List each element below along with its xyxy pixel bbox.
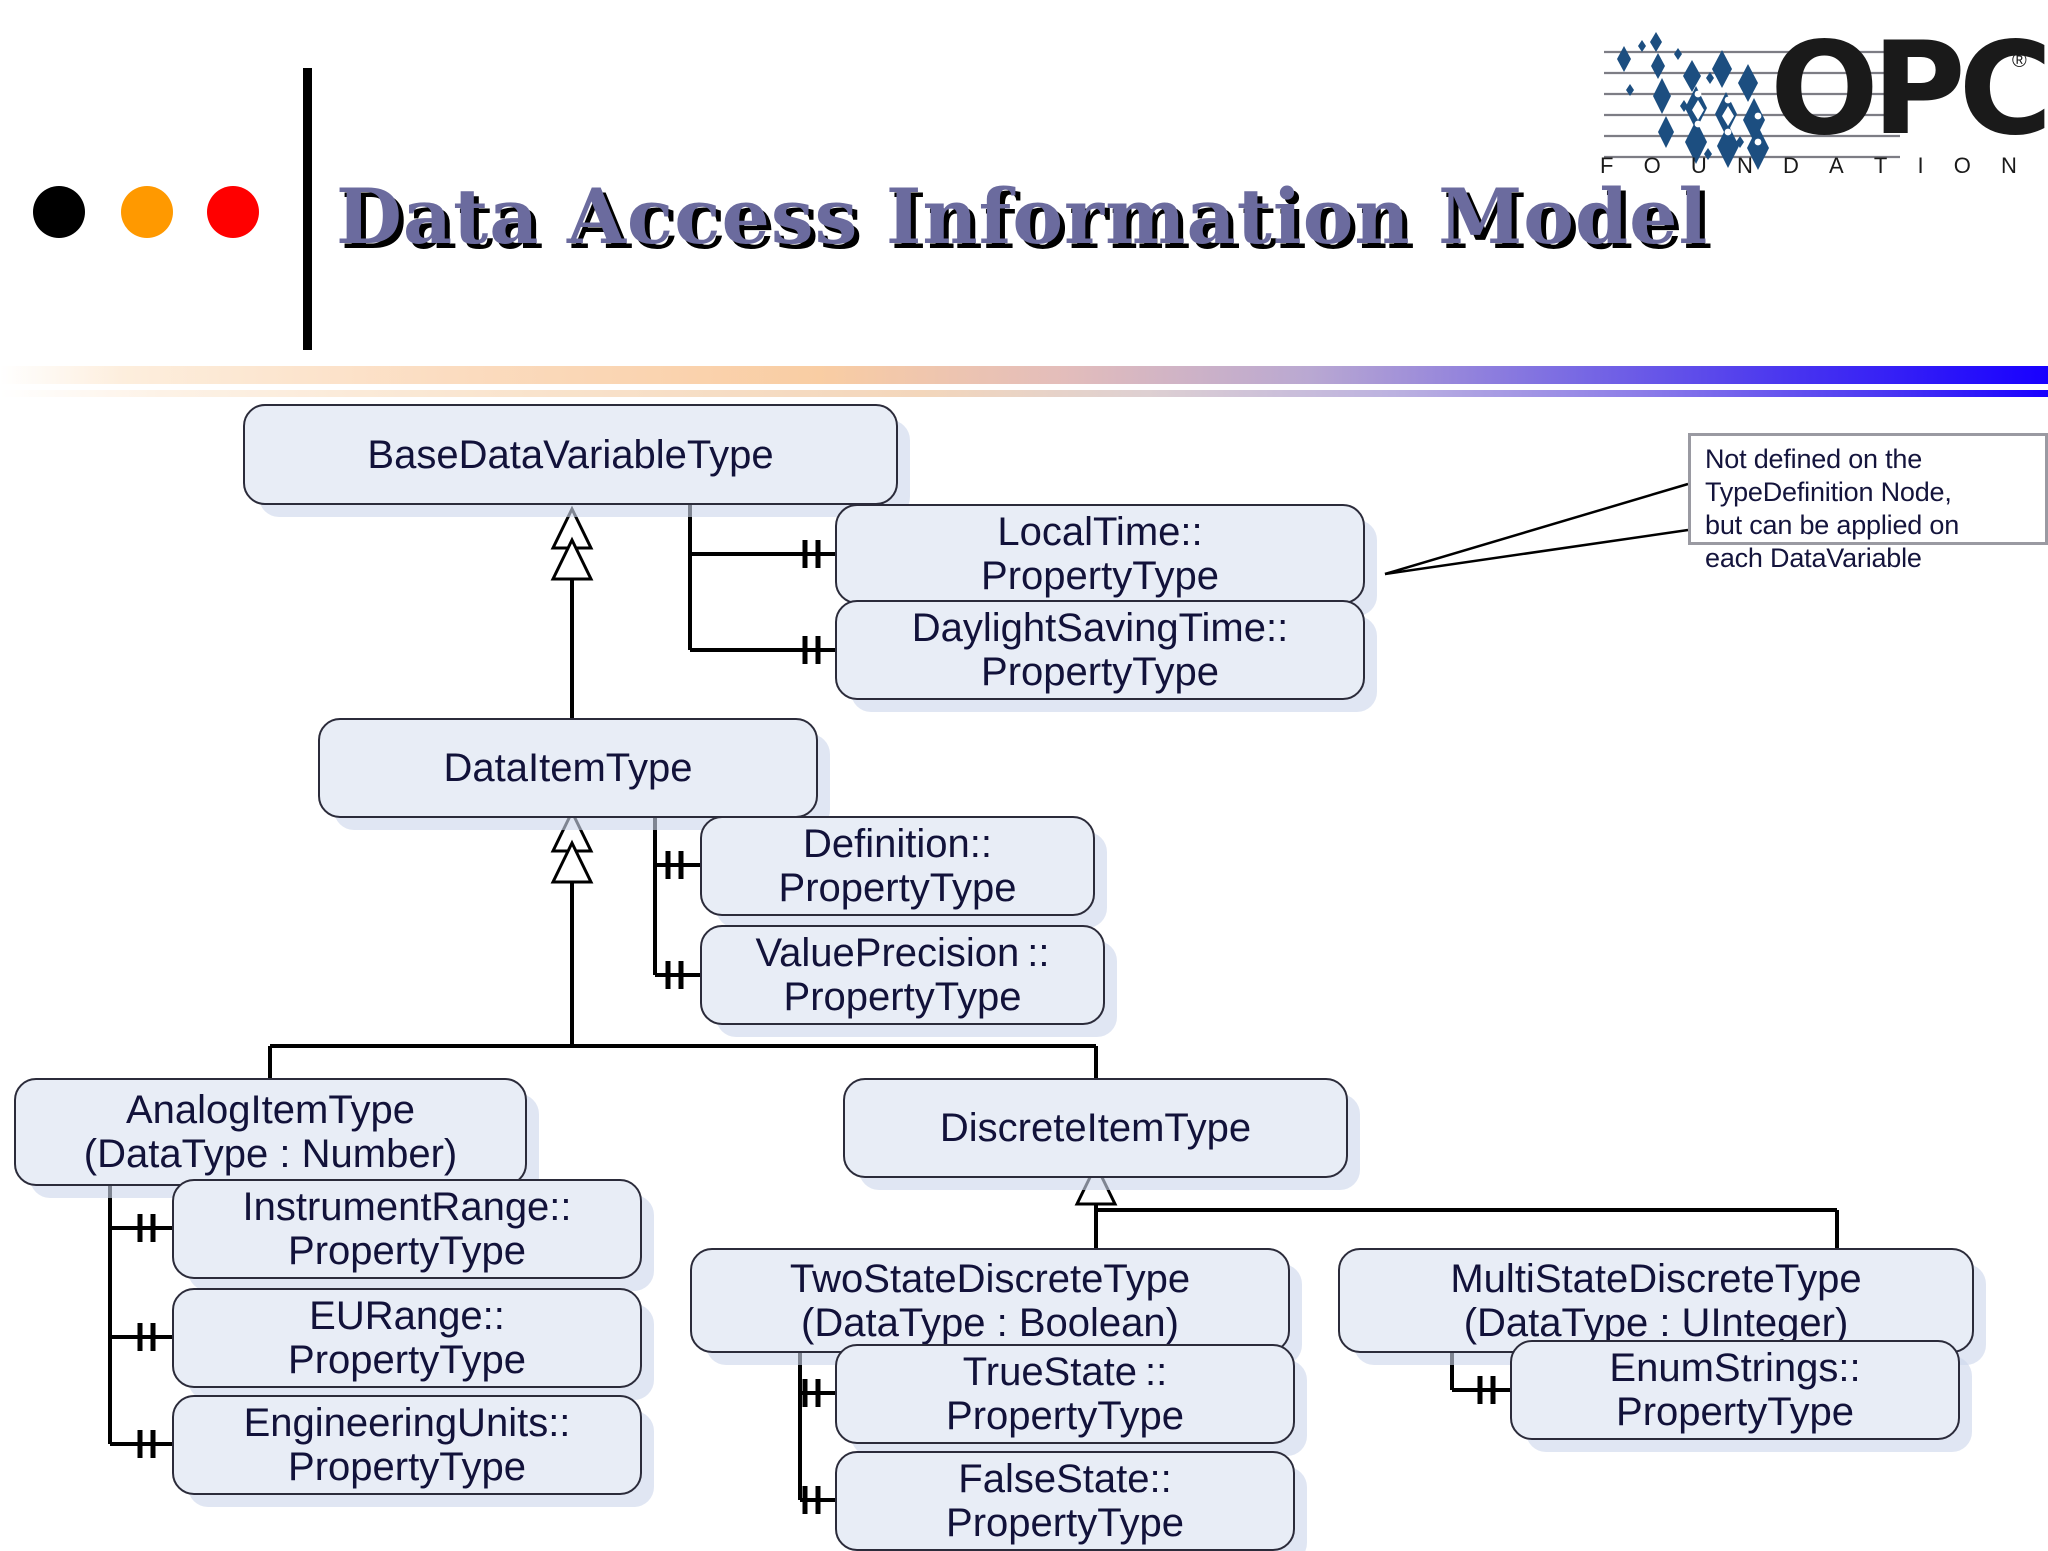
note-line-4: each DataVariable bbox=[1705, 543, 1922, 573]
node-label-line1: DaylightSavingTime:: bbox=[911, 606, 1289, 650]
bullet-dot-red bbox=[207, 186, 259, 238]
header-divider-bar bbox=[303, 68, 312, 350]
node-label-line2: PropertyType bbox=[981, 554, 1219, 598]
node-dataitemtype[interactable]: DataItemType bbox=[318, 718, 818, 818]
node-label-line2: (DataType : Boolean) bbox=[801, 1300, 1179, 1345]
node-label-line1: TwoStateDiscreteType bbox=[789, 1256, 1191, 1301]
note-line-3: but can be applied on bbox=[1705, 510, 1960, 540]
logo-tagline: F O U N D A T I O N bbox=[1600, 153, 2018, 205]
node-label-line1: MultiStateDiscreteType bbox=[1450, 1256, 1862, 1301]
note-line-2: TypeDefinition Node, bbox=[1705, 477, 1952, 507]
tagline-letter: O bbox=[1953, 153, 1972, 178]
node-label-line1: EngineeringUnits:: bbox=[243, 1401, 571, 1445]
node-label-line2: PropertyType bbox=[288, 1229, 526, 1273]
node-falsestate-propertytype[interactable]: FalseState:: PropertyType bbox=[835, 1451, 1295, 1551]
page-title: Data Access Information Model bbox=[336, 172, 1709, 261]
logo-diamond-field-icon bbox=[1604, 32, 1900, 170]
node-label-line2: PropertyType bbox=[1616, 1390, 1854, 1434]
node-label: DataItemType bbox=[443, 746, 693, 790]
logo-wordmark: OPC bbox=[1770, 15, 2048, 164]
opc-foundation-logo: OPC ® F O U N D A T I O N bbox=[1600, 20, 2048, 210]
node-label: BaseDataVariableType bbox=[367, 432, 774, 477]
node-truestate-propertytype[interactable]: TrueState :: PropertyType bbox=[835, 1344, 1295, 1444]
node-valueprecision-propertytype[interactable]: ValuePrecision :: PropertyType bbox=[700, 925, 1105, 1025]
header-rule-thick bbox=[0, 366, 2048, 384]
node-label-line1: LocalTime:: bbox=[997, 510, 1203, 554]
node-label: DiscreteItemType bbox=[939, 1106, 1252, 1150]
node-engineeringunits-propertytype[interactable]: EngineeringUnits:: PropertyType bbox=[172, 1395, 642, 1495]
slide-header: Data Access Information Model bbox=[0, 0, 2048, 397]
node-label-line1: EURange:: bbox=[309, 1294, 505, 1338]
node-label-line1: AnalogItemType bbox=[125, 1088, 416, 1132]
header-rule-thin bbox=[0, 390, 2048, 397]
tagline-letter: F bbox=[1600, 153, 1615, 178]
bullet-dot-black bbox=[33, 186, 85, 238]
node-localtime-propertytype[interactable]: LocalTime:: PropertyType bbox=[835, 504, 1365, 604]
note-line-1: Not defined on the bbox=[1705, 444, 1923, 474]
annotation-note: Not defined on the TypeDefinition Node, … bbox=[1688, 433, 2048, 573]
tagline-letter: N bbox=[2001, 153, 2018, 178]
node-label-line2: (DataType : Number) bbox=[83, 1132, 458, 1176]
node-enumstrings-propertytype[interactable]: EnumStrings:: PropertyType bbox=[1510, 1340, 1960, 1440]
node-definition-propertytype[interactable]: Definition:: PropertyType bbox=[700, 816, 1095, 916]
tagline-letter: D bbox=[1782, 153, 1800, 178]
node-label-line2: (DataType : UInteger) bbox=[1463, 1300, 1849, 1345]
tagline-letter: U bbox=[1690, 153, 1708, 178]
node-instrumentrange-propertytype[interactable]: InstrumentRange:: PropertyType bbox=[172, 1179, 642, 1279]
node-discreteitemtype[interactable]: DiscreteItemType bbox=[843, 1078, 1348, 1178]
node-label-line2: PropertyType bbox=[288, 1338, 526, 1382]
node-label-line2: PropertyType bbox=[778, 866, 1017, 910]
node-label-line1: InstrumentRange:: bbox=[242, 1185, 572, 1229]
node-eurange-propertytype[interactable]: EURange:: PropertyType bbox=[172, 1288, 642, 1388]
node-label-line1: EnumStrings:: bbox=[1609, 1346, 1861, 1390]
bullet-dot-orange bbox=[121, 186, 173, 238]
tagline-letter: T bbox=[1873, 153, 1889, 178]
node-analogitemtype[interactable]: AnalogItemType (DataType : Number) bbox=[14, 1078, 527, 1186]
node-multistatediscretetype[interactable]: MultiStateDiscreteType (DataType : UInte… bbox=[1338, 1248, 1974, 1353]
node-label-line2: PropertyType bbox=[288, 1445, 526, 1489]
node-label-line1: ValuePrecision :: bbox=[755, 931, 1050, 975]
node-label-line1: Definition:: bbox=[803, 822, 992, 866]
node-basedatavariabletype[interactable]: BaseDataVariableType bbox=[243, 404, 898, 505]
tagline-letter: A bbox=[1829, 153, 1845, 178]
tagline-letter: O bbox=[1643, 153, 1662, 178]
node-label-line2: PropertyType bbox=[981, 650, 1219, 694]
node-twostatediscretetype[interactable]: TwoStateDiscreteType (DataType : Boolean… bbox=[690, 1248, 1290, 1353]
registered-trademark-icon: ® bbox=[2012, 50, 2027, 72]
node-label-line2: PropertyType bbox=[783, 975, 1022, 1019]
tagline-letter: I bbox=[1917, 153, 1925, 178]
node-label-line2: PropertyType bbox=[946, 1501, 1184, 1545]
node-label-line1: FalseState:: bbox=[958, 1457, 1172, 1501]
node-label-line1: TrueState :: bbox=[962, 1350, 1168, 1394]
node-daylightsavingtime-propertytype[interactable]: DaylightSavingTime:: PropertyType bbox=[835, 600, 1365, 700]
tagline-letter: N bbox=[1736, 153, 1754, 178]
node-label-line2: PropertyType bbox=[946, 1394, 1184, 1438]
